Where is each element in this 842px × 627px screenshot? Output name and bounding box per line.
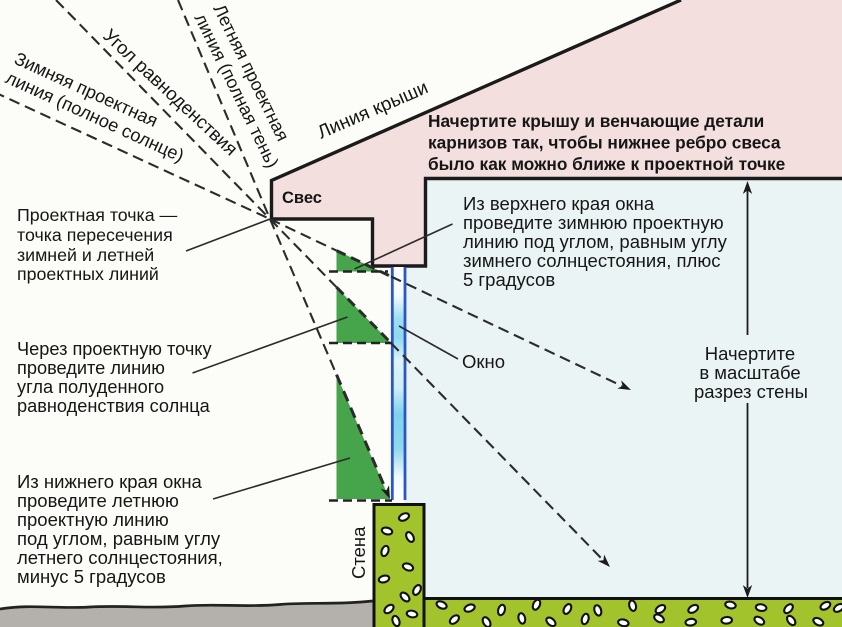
svg-text:под углом, равным углу: под углом, равным углу (17, 528, 221, 549)
svg-text:карнизов так, чтобы нижнее реб: карнизов так, чтобы нижнее ребро свеса (428, 133, 781, 153)
svg-text:зимней и летней: зимней и летней (17, 245, 154, 265)
svg-text:проведите зимнюю проектную: проведите зимнюю проектную (463, 212, 724, 233)
svg-text:Из верхнего края окна: Из верхнего края окна (463, 193, 655, 214)
svg-text:равноденствия солнца: равноденствия солнца (17, 396, 211, 416)
svg-text:проведите линию: проведите линию (17, 358, 165, 378)
svg-text:Начертите: Начертите (705, 343, 795, 364)
svg-text:Начертите крышу и венчающие де: Начертите крышу и венчающие детали (428, 111, 764, 131)
svg-text:точка пересечения: точка пересечения (17, 225, 173, 245)
svg-text:зимнего солнцестояния, плюс: зимнего солнцестояния, плюс (463, 250, 720, 271)
svg-text:линию под углом, равным углу: линию под углом, равным углу (463, 231, 728, 252)
svg-text:Свес: Свес (282, 189, 322, 207)
svg-text:разрез стены: разрез стены (694, 381, 808, 402)
svg-text:угла полуденного: угла полуденного (17, 377, 164, 397)
svg-text:минус 5 градусов: минус 5 градусов (17, 566, 166, 587)
svg-text:5 градусов: 5 градусов (463, 269, 555, 290)
svg-text:проектную линию: проектную линию (17, 509, 169, 530)
svg-text:проектных линий: проектных линий (17, 264, 159, 284)
svg-text:проведите летнюю: проведите летнюю (17, 490, 179, 511)
svg-text:Стена: Стена (348, 526, 369, 579)
svg-text:в масштабе: в масштабе (699, 362, 800, 383)
svg-text:Через проектную точку: Через проектную точку (17, 339, 212, 359)
svg-text:Из нижнего края окна: Из нижнего края окна (17, 471, 203, 492)
svg-text:Проектная точка —: Проектная точка — (17, 205, 178, 225)
svg-text:было как можно ближе к проектн: было как можно ближе к проектной точке (428, 154, 786, 174)
svg-text:летнего солнцестояния,: летнего солнцестояния, (17, 547, 223, 568)
svg-text:Окно: Окно (462, 351, 505, 372)
